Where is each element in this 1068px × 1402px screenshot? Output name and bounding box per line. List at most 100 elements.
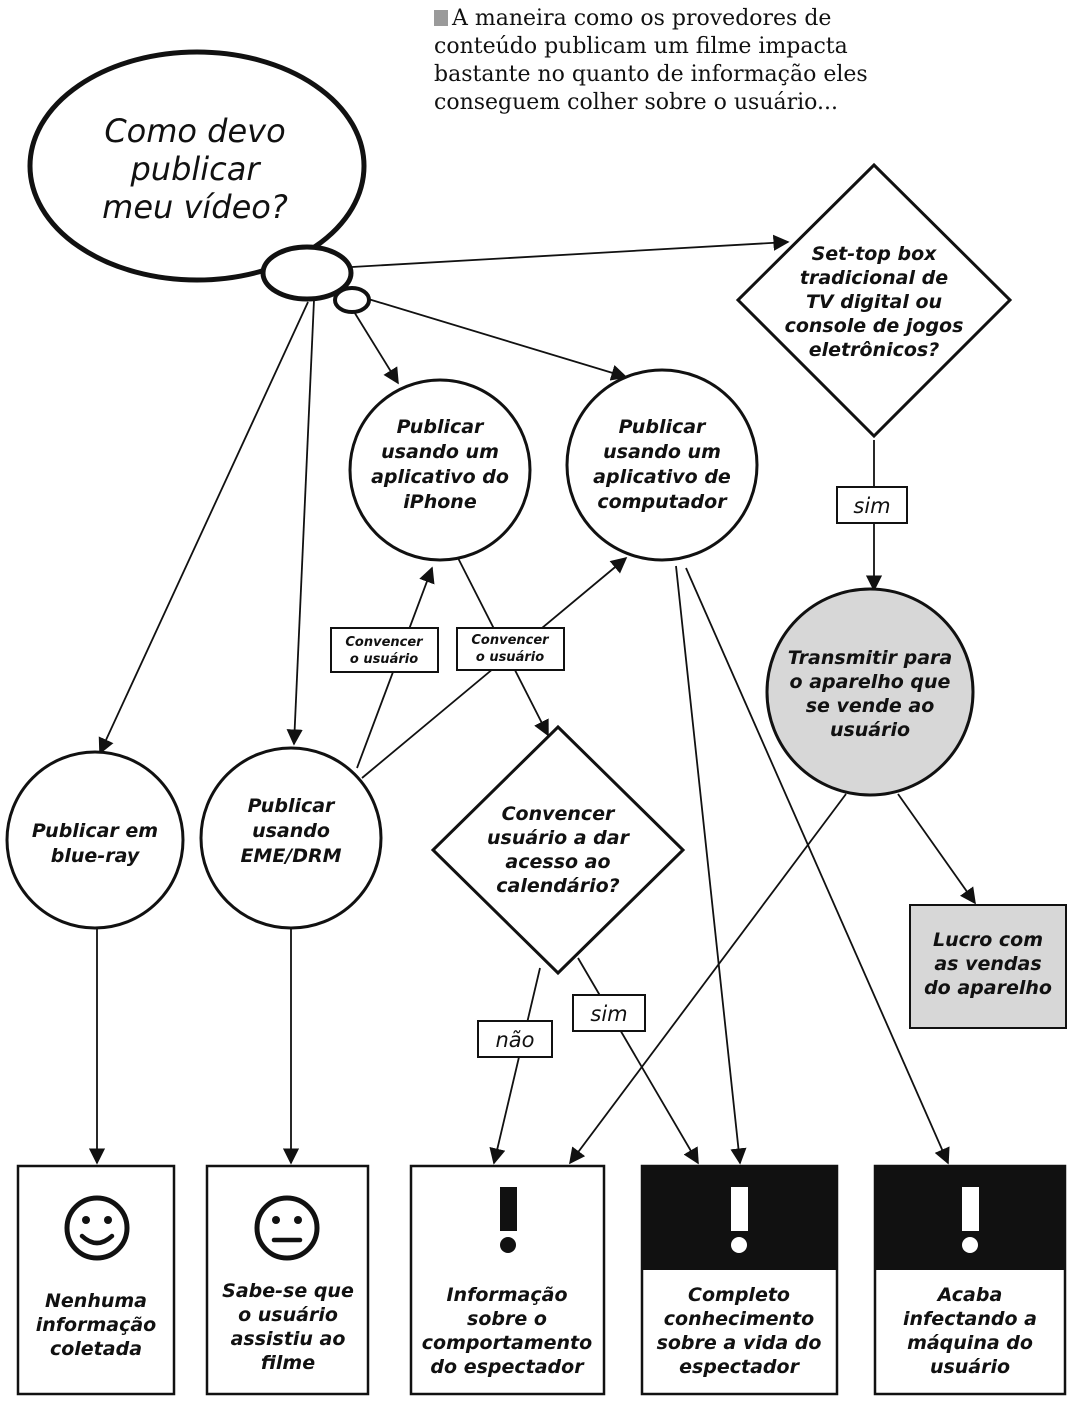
edge-label-convencer-1: Convencer o usuário xyxy=(330,627,439,673)
settop-line-5: eletrônicos? xyxy=(809,339,939,361)
computador-line-1: Publicar xyxy=(619,416,707,438)
eme-line-3: EME/DRM xyxy=(240,845,341,867)
outcome-sabe-se-line-4: filme xyxy=(261,1352,315,1374)
edge-calendario-nao xyxy=(489,967,541,1165)
iphone-line-4: iPhone xyxy=(403,491,477,513)
computador-line-3: aplicativo de xyxy=(593,466,731,488)
outcome-completo-line-1: Completo xyxy=(688,1284,790,1306)
question-line-2: publicar xyxy=(129,150,261,188)
outcome-informacao-line-4: do espectador xyxy=(430,1356,585,1378)
settop-line-4: console de jogos xyxy=(785,315,964,337)
calendario-line-2: usuário a dar xyxy=(487,827,631,849)
caption-line-1: A maneira como os provedores de xyxy=(451,6,831,31)
convencer-2-line-2: o usuário xyxy=(476,650,544,665)
convencer-1-line-1: Convencer xyxy=(345,635,424,650)
calendario-line-1: Convencer xyxy=(502,803,616,825)
lucro-line-2: as vendas xyxy=(934,953,1041,975)
smiley-neutral-icon xyxy=(254,1195,320,1261)
outcome-completo-line-3: sobre a vida do xyxy=(657,1332,822,1354)
node-lucro: Lucro com as vendas do aparelho xyxy=(909,904,1067,1029)
lucro-box xyxy=(909,904,1067,1029)
edge-calendario-sim xyxy=(577,957,699,1165)
outcome-informacao-line-3: comportamento xyxy=(422,1332,592,1354)
caption-line-4: conseguem colher sobre o usuário... xyxy=(434,90,838,115)
outcome-acaba-line-4: usuário xyxy=(930,1356,1010,1378)
settop-diamond xyxy=(735,162,1013,439)
edge-transmitir-lucro xyxy=(897,793,976,905)
convencer-1-box xyxy=(330,627,439,673)
transmitir-line-4: usuário xyxy=(830,719,910,741)
outcome-nenhuma-line-3: coletada xyxy=(50,1338,142,1360)
smiley-happy-icon xyxy=(64,1195,130,1261)
bluray-circle xyxy=(5,750,185,930)
computador-circle xyxy=(565,368,759,562)
edge-label-nao-calendario: não xyxy=(477,1020,553,1058)
transmitir-circle xyxy=(765,587,975,797)
nao-calendario-box xyxy=(477,1020,553,1058)
outcome-completo: Completo conhecimento sobre a vida do es… xyxy=(640,1164,839,1396)
edge-question-iphone xyxy=(347,301,399,385)
outcome-acaba: Acaba infectando a máquina do usuário xyxy=(873,1164,1067,1396)
question-line-1: Como devo xyxy=(104,112,285,150)
edge-label-sim-settop: sim xyxy=(836,486,908,524)
question-bubble-tail-large xyxy=(260,244,354,302)
outcome-sabe-se: Sabe-se que o usuário assistiu ao filme xyxy=(205,1164,370,1396)
eme-line-1: Publicar xyxy=(248,795,336,817)
node-eme: Publicar usando EME/DRM xyxy=(199,746,383,930)
outcome-acaba-line-3: máquina do xyxy=(907,1332,1033,1354)
caption-line-3: bastante no quanto de informação eles xyxy=(434,62,868,87)
settop-line-1: Set-top box xyxy=(812,243,938,265)
outcome-informacao-line-2: sobre o xyxy=(467,1308,547,1330)
edge-question-eme xyxy=(286,299,315,746)
sim-settop-text: sim xyxy=(853,494,890,518)
iphone-line-3: aplicativo do xyxy=(371,466,509,488)
outcome-box xyxy=(205,1164,370,1396)
transmitir-line-3: se vende ao xyxy=(806,695,935,717)
edge-computador-acaba xyxy=(685,567,950,1165)
outcome-sabe-se-line-1: Sabe-se que xyxy=(222,1280,354,1302)
outcome-nenhuma: Nenhuma informação coletada xyxy=(16,1164,176,1396)
outcome-sabe-se-line-3: assistiu ao xyxy=(231,1328,346,1350)
bluray-line-1: Publicar em xyxy=(32,820,158,842)
edge-question-computador xyxy=(364,297,628,381)
exclamation-icon xyxy=(731,1187,748,1253)
sim-calendario-text: sim xyxy=(590,1002,627,1026)
question-line-3: meu vídeo? xyxy=(102,188,288,226)
settop-line-3: TV digital ou xyxy=(806,291,942,313)
transmitir-line-1: Transmitir para xyxy=(788,647,952,669)
lucro-line-3: do aparelho xyxy=(924,977,1052,999)
nao-calendario-text: não xyxy=(495,1028,534,1052)
transmitir-line-2: o aparelho que xyxy=(790,671,951,693)
outcome-informacao-line-1: Informação xyxy=(446,1284,567,1306)
exclamation-icon xyxy=(500,1187,517,1253)
convencer-2-line-1: Convencer xyxy=(471,633,550,648)
outcome-informacao: Informação sobre o comportamento do espe… xyxy=(409,1164,606,1396)
caption-line-2: conteúdo publicam um filme impacta xyxy=(434,34,848,59)
outcome-completo-line-4: espectador xyxy=(679,1356,801,1378)
edge-label-convencer-2: Convencer o usuário xyxy=(456,627,565,671)
edge-computador-completo xyxy=(675,565,747,1165)
iphone-line-1: Publicar xyxy=(397,416,485,438)
outcome-sabe-se-line-2: o usuário xyxy=(238,1304,338,1326)
edge-question-settop xyxy=(351,234,790,268)
node-iphone: Publicar usando um aplicativo do iPhone xyxy=(348,378,532,562)
sim-settop-box xyxy=(836,486,908,524)
eme-line-2: usando xyxy=(252,820,330,842)
outcome-completo-line-2: conhecimento xyxy=(664,1308,814,1330)
question-bubble-tail-small xyxy=(333,286,371,314)
eme-circle xyxy=(199,746,383,930)
outcome-nenhuma-line-2: informação xyxy=(36,1314,157,1336)
outcome-acaba-line-1: Acaba xyxy=(936,1284,1003,1306)
outcome-box xyxy=(16,1164,176,1396)
sim-calendario-box xyxy=(572,994,646,1032)
settop-line-2: tradicional de xyxy=(800,267,948,289)
edge-label-sim-calendario: sim xyxy=(572,994,646,1032)
iphone-circle xyxy=(348,378,532,562)
computador-line-4: computador xyxy=(597,491,728,513)
question-ellipse xyxy=(27,49,367,283)
calendario-line-3: acesso ao xyxy=(505,851,610,873)
lucro-line-1: Lucro com xyxy=(933,929,1043,951)
node-transmitir: Transmitir para o aparelho que se vende … xyxy=(765,587,975,797)
calendario-line-4: calendário? xyxy=(496,875,619,897)
